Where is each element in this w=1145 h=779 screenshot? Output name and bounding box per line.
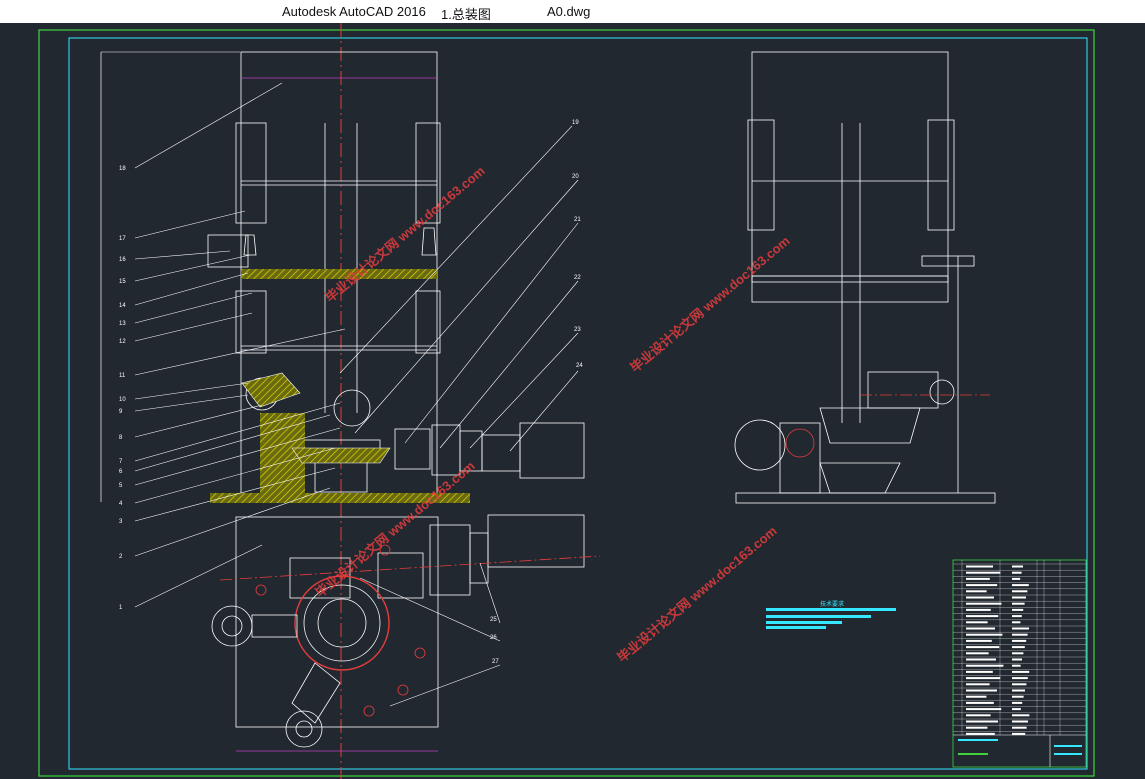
callout-label: 1 — [119, 605, 123, 611]
inner-frame — [68, 37, 1088, 770]
callout-label: 23 — [574, 327, 581, 333]
callout-label: 13 — [119, 321, 126, 327]
title-bar: Autodesk AutoCAD 2016 1.总装图 A0.dwg — [0, 0, 1145, 23]
watermark: 毕业设计论文网 www.doc163.com — [627, 233, 792, 375]
hatched-base — [210, 493, 470, 503]
callout-label: 3 — [119, 519, 123, 525]
tech-requirements: 技术要求 — [766, 600, 896, 629]
callout-label: 17 — [119, 236, 126, 242]
title-block — [952, 559, 1087, 768]
tech-requirements-title: 技术要求 — [820, 600, 844, 608]
callout-label: 15 — [119, 279, 126, 285]
app-name: Autodesk AutoCAD 2016 — [282, 4, 426, 19]
plan-centerline — [219, 555, 601, 581]
callout-label: 20 — [572, 174, 579, 180]
watermark: 毕业设计论文网 www.doc163.com — [312, 458, 477, 600]
callout-label: 24 — [576, 363, 583, 369]
bevel-gear-left — [241, 372, 301, 408]
callout-label: 21 — [574, 217, 581, 223]
callout-label: 26 — [490, 635, 497, 641]
callout-label: 9 — [119, 409, 123, 415]
cad-drawing[interactable]: 技术要求 18171615141312111098765432119202122… — [0, 23, 1145, 779]
watermark: 毕业设计论文网 www.doc163.com — [614, 523, 779, 665]
file-name: A0.dwg — [547, 4, 591, 19]
callout-label: 11 — [119, 373, 126, 379]
callout-label: 6 — [119, 469, 123, 475]
callout-label: 8 — [119, 435, 123, 441]
callout-label: 25 — [490, 617, 497, 623]
callout-label: 12 — [119, 339, 126, 345]
callout-label: 27 — [492, 659, 499, 665]
side-view — [734, 51, 996, 504]
callout-label: 14 — [119, 303, 126, 309]
callout-label: 5 — [119, 483, 123, 489]
leader-lines — [134, 82, 579, 707]
callout-label: 22 — [574, 275, 581, 281]
callout-label: 4 — [119, 501, 123, 507]
part-callouts: 1817161514131211109876543211920212223242… — [119, 120, 583, 665]
outer-frame — [38, 29, 1095, 777]
callout-label: 7 — [119, 459, 123, 465]
callout-label: 19 — [572, 120, 579, 126]
callout-label: 10 — [119, 397, 126, 403]
callout-label: 16 — [119, 257, 126, 263]
drawing-name: 1.总装图 — [441, 7, 491, 22]
callout-label: 2 — [119, 554, 123, 560]
callout-label: 18 — [119, 166, 126, 172]
plan-view — [211, 514, 585, 752]
watermark: 毕业设计论文网 www.doc163.com — [322, 163, 487, 305]
hatched-plate — [241, 269, 437, 279]
watermarks: 毕业设计论文网 www.doc163.com 毕业设计论文网 www.doc16… — [312, 163, 792, 665]
